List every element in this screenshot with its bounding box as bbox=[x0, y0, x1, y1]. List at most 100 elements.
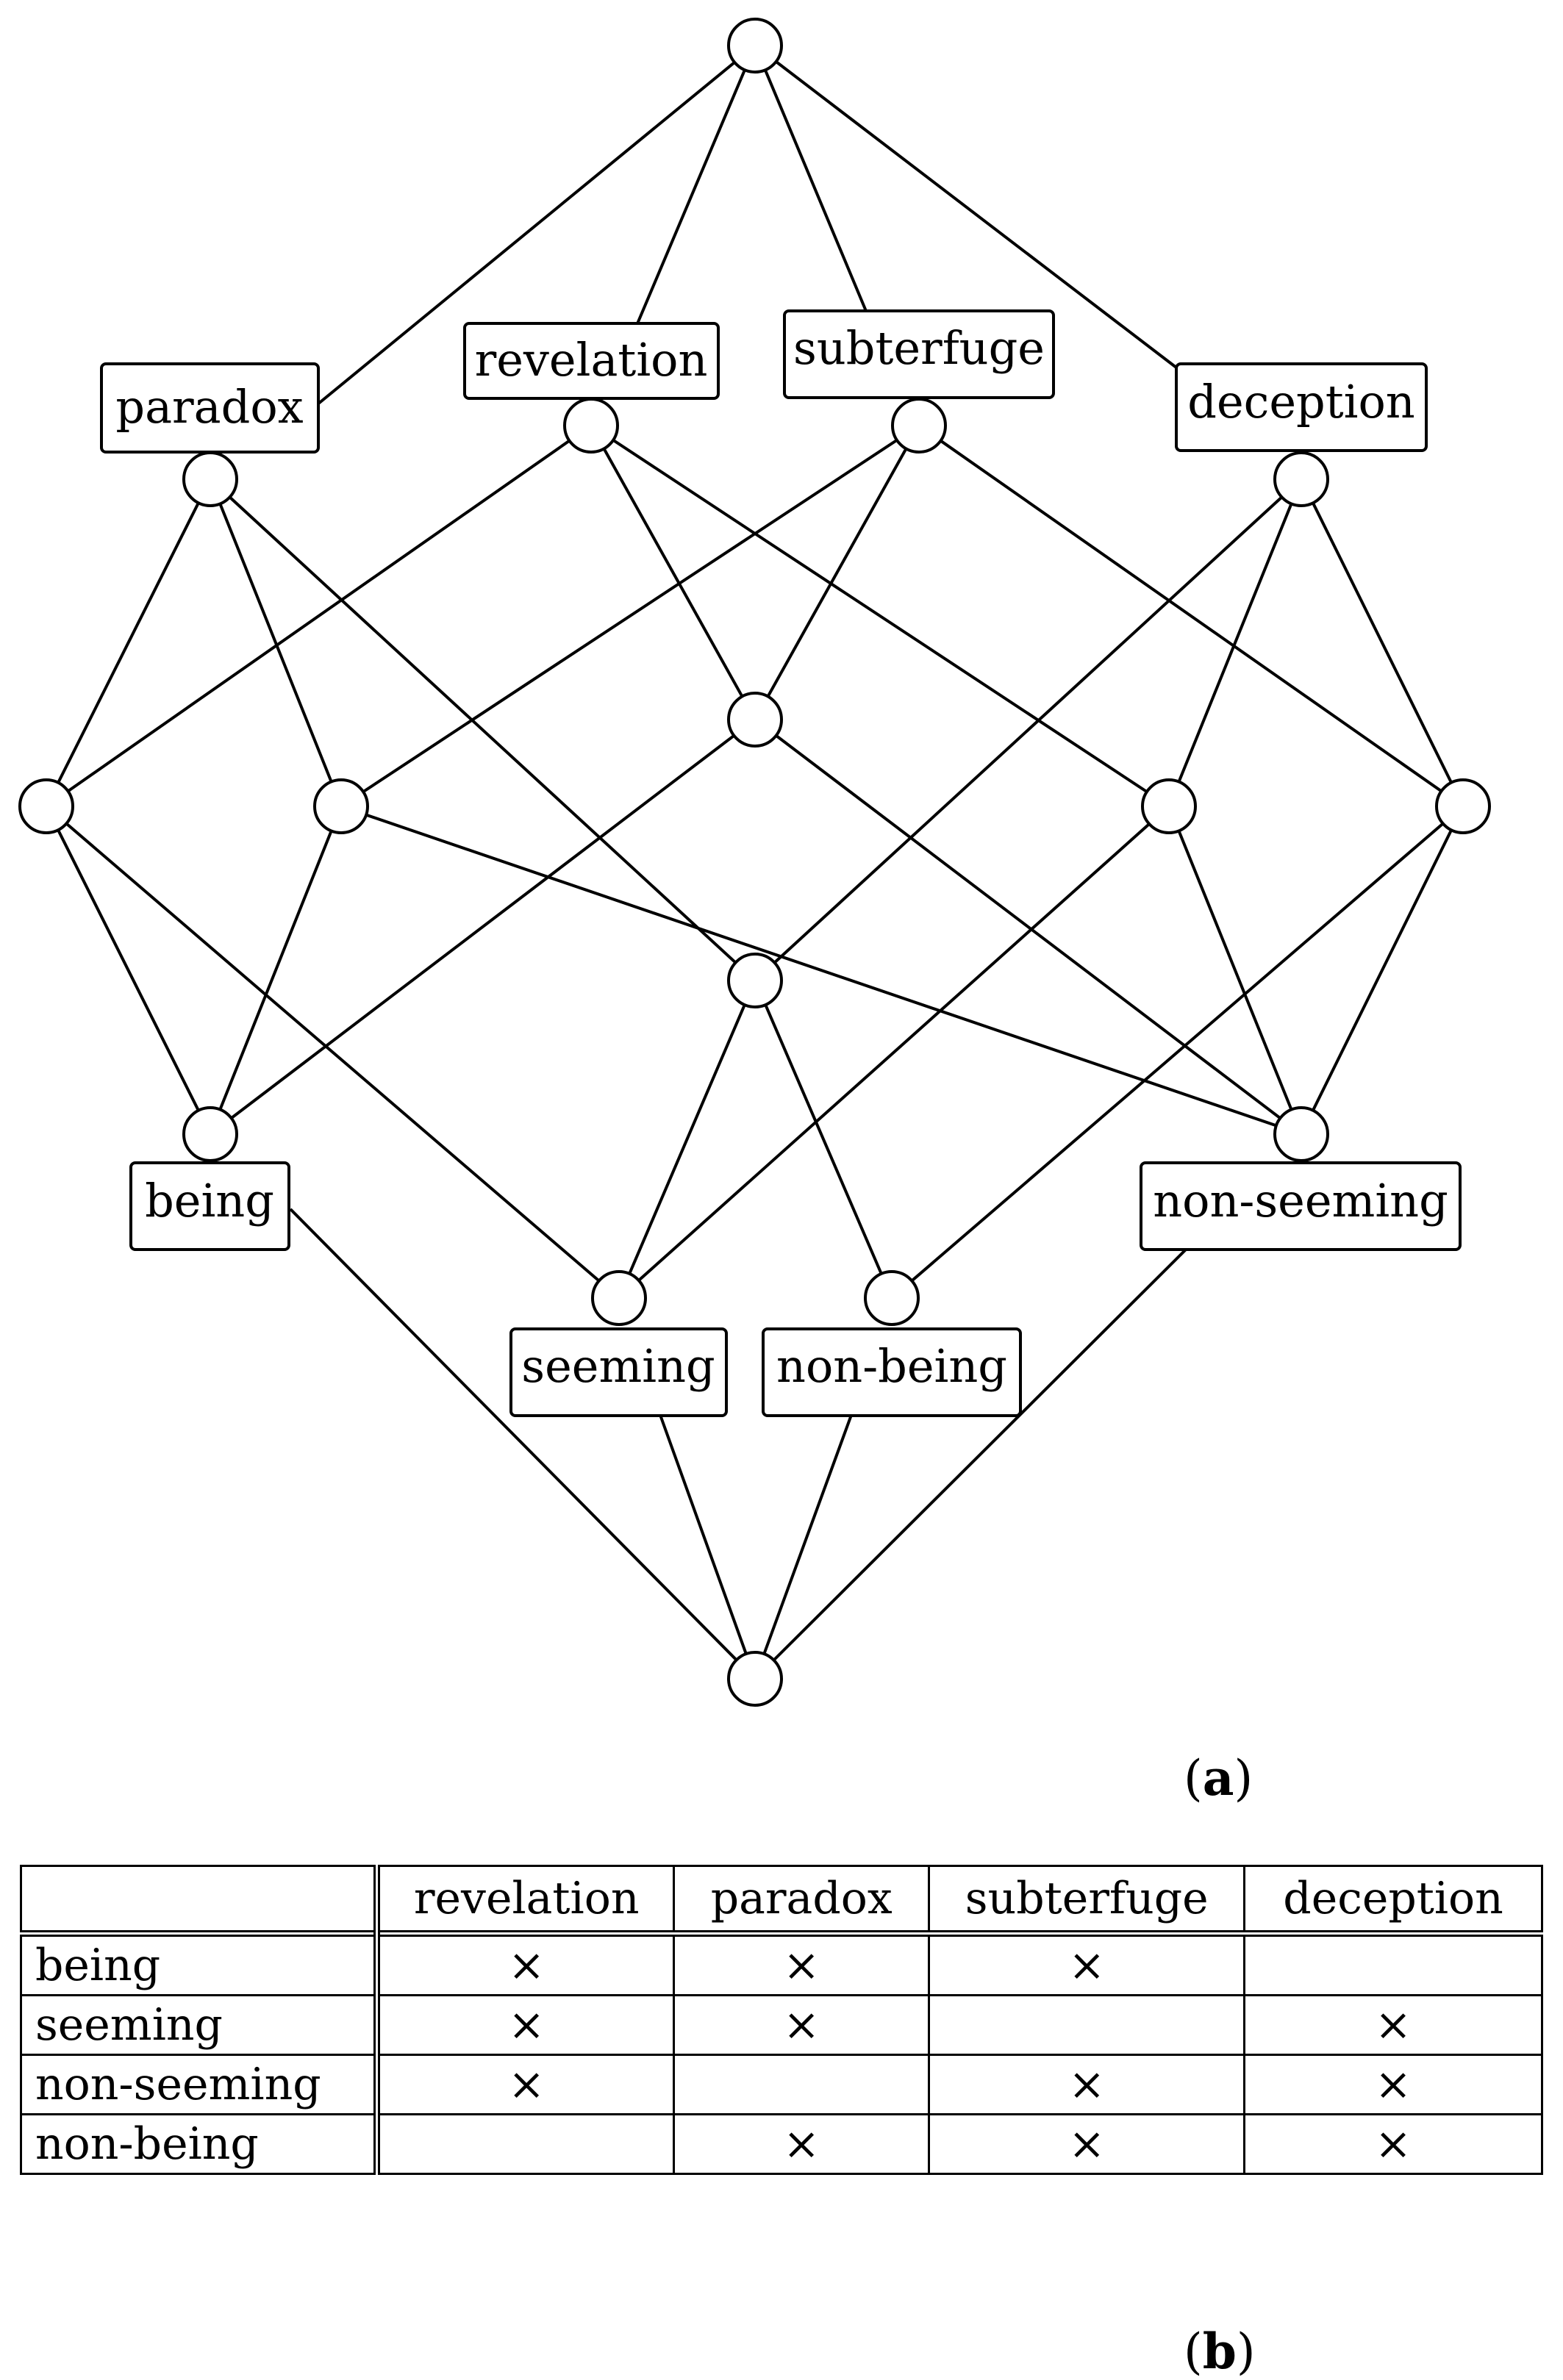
edge bbox=[209, 478, 757, 982]
label-non-being-text: non-being bbox=[776, 1339, 1007, 1393]
edge bbox=[340, 805, 1302, 1136]
table-cell: × bbox=[928, 1930, 1246, 1996]
edge bbox=[209, 806, 343, 1135]
edge bbox=[1300, 478, 1464, 807]
edge bbox=[890, 805, 1464, 1300]
lattice-node-paradox bbox=[182, 451, 238, 507]
edge bbox=[1167, 478, 1303, 807]
table-header-row: revelation paradox subterfuge deception bbox=[19, 1865, 1543, 1935]
lattice-node bbox=[1141, 778, 1197, 834]
table-row-label: being bbox=[19, 1930, 381, 1996]
edge bbox=[209, 718, 757, 1136]
lattice-node-non-being bbox=[864, 1270, 920, 1326]
table-cell bbox=[672, 2054, 931, 2115]
caption-b: (b) bbox=[1184, 2323, 1256, 2380]
label-subterfuge: subterfuge bbox=[783, 309, 1055, 399]
edge bbox=[590, 425, 757, 720]
lattice-edges bbox=[45, 44, 1464, 1680]
table-cell: × bbox=[1243, 2054, 1543, 2115]
edge bbox=[45, 424, 593, 808]
label-paradox-text: paradox bbox=[115, 380, 303, 434]
table-cell bbox=[376, 2114, 675, 2175]
edge bbox=[1300, 806, 1464, 1135]
edge bbox=[754, 980, 893, 1299]
lattice-node bbox=[18, 778, 74, 834]
label-non-seeming: non-seeming bbox=[1140, 1161, 1462, 1251]
table-row: non-being × × × bbox=[19, 2114, 1543, 2175]
lattice-node-non-seeming bbox=[1273, 1106, 1329, 1162]
edge bbox=[590, 424, 1170, 808]
lattice-node bbox=[313, 778, 369, 834]
edge bbox=[754, 478, 1303, 982]
caption-a-letter: a bbox=[1202, 1749, 1234, 1807]
table-cell: × bbox=[672, 2114, 931, 2175]
label-seeming-text: seeming bbox=[521, 1339, 715, 1393]
edge bbox=[45, 806, 212, 1135]
lattice-node bbox=[1435, 778, 1491, 834]
caption-b-letter: b bbox=[1202, 2323, 1237, 2380]
table-cell: × bbox=[928, 2114, 1246, 2175]
table-header-cell: revelation bbox=[376, 1865, 675, 1935]
table-header-cell: paradox bbox=[672, 1865, 931, 1935]
table-cell bbox=[1243, 1930, 1543, 1996]
lattice-node-top bbox=[727, 18, 783, 74]
label-deception-text: deception bbox=[1187, 375, 1415, 429]
edge bbox=[918, 424, 1464, 808]
table-cell: × bbox=[376, 1995, 675, 2056]
lattice-node-subterfuge bbox=[891, 398, 947, 454]
table-cell: × bbox=[376, 2054, 675, 2115]
edge bbox=[618, 805, 1170, 1300]
label-being: being bbox=[129, 1161, 290, 1251]
edge bbox=[45, 478, 212, 807]
caption-a: (a) bbox=[1184, 1749, 1253, 1807]
edge bbox=[754, 1414, 853, 1680]
edge bbox=[1167, 806, 1303, 1135]
edge bbox=[754, 44, 1178, 369]
label-paradox: paradox bbox=[100, 362, 320, 454]
edge bbox=[754, 45, 869, 315]
table-cell bbox=[928, 1995, 1246, 2056]
context-table: revelation paradox subterfuge deception … bbox=[19, 1865, 1543, 2175]
lattice-node-deception bbox=[1273, 451, 1329, 507]
table-cell: × bbox=[1243, 1995, 1543, 2056]
lattice-node-being bbox=[182, 1106, 238, 1162]
edge bbox=[659, 1414, 757, 1680]
lattice-labels: paradox revelation subterfuge deception … bbox=[100, 309, 1462, 1417]
table-cell: × bbox=[376, 1930, 675, 1996]
lattice-node-revelation bbox=[563, 398, 619, 454]
label-deception: deception bbox=[1175, 362, 1428, 452]
edge bbox=[754, 718, 1303, 1136]
table-row: non-seeming × × × bbox=[19, 2054, 1543, 2115]
label-non-seeming-text: non-seeming bbox=[1153, 1174, 1448, 1227]
edge bbox=[45, 805, 620, 1300]
edge bbox=[289, 1208, 757, 1680]
table-row: being × × × bbox=[19, 1930, 1543, 1996]
edge bbox=[340, 424, 920, 808]
formal-context-table: revelation paradox subterfuge deception … bbox=[19, 1865, 1543, 2175]
table-row-label: seeming bbox=[19, 1995, 381, 2056]
label-non-being: non-being bbox=[762, 1327, 1022, 1417]
lattice-node-seeming bbox=[591, 1270, 647, 1326]
table-header-cell: deception bbox=[1243, 1865, 1543, 1935]
table-cell: × bbox=[1243, 2114, 1543, 2175]
edge bbox=[754, 425, 920, 720]
table-row: seeming × × × bbox=[19, 1995, 1543, 2056]
concept-lattice: paradox revelation subterfuge deception … bbox=[18, 18, 1491, 1707]
edge bbox=[634, 45, 757, 328]
table-cell: × bbox=[928, 2054, 1246, 2115]
table-corner-cell bbox=[19, 1865, 381, 1935]
table-row-label: non-seeming bbox=[19, 2054, 381, 2115]
edge bbox=[316, 44, 757, 406]
table-cell: × bbox=[672, 1995, 931, 2056]
table-header-cell: subterfuge bbox=[928, 1865, 1246, 1935]
lattice-node bbox=[727, 953, 783, 1008]
label-revelation: revelation bbox=[463, 322, 720, 400]
edge bbox=[754, 1248, 1187, 1680]
label-being-text: being bbox=[145, 1174, 274, 1227]
edge bbox=[209, 478, 343, 807]
lattice-node bbox=[727, 692, 783, 748]
label-seeming: seeming bbox=[509, 1327, 728, 1417]
table-row-label: non-being bbox=[19, 2114, 381, 2175]
label-subterfuge-text: subterfuge bbox=[793, 321, 1045, 375]
table-cell: × bbox=[672, 1930, 931, 1996]
